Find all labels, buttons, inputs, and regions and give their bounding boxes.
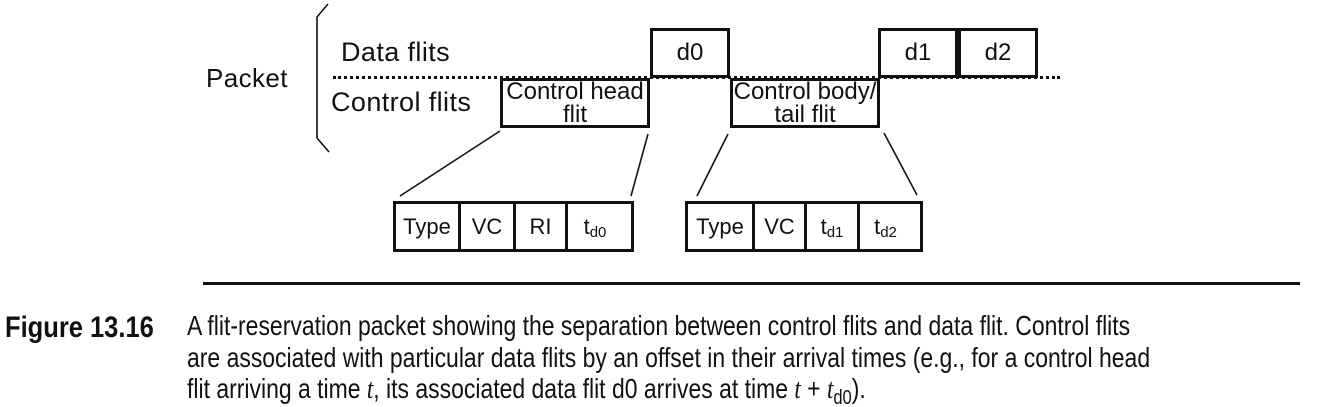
caption-line-1: A flit-reservation packet showing the se…: [187, 310, 1131, 341]
caption-line3-text: flit arriving a time: [187, 373, 367, 404]
caption-line-3: flit arriving a time t, its associated d…: [187, 373, 1150, 407]
body-field-vc: VC: [755, 204, 807, 249]
control-body-flit-text-line2: tail flit: [774, 101, 836, 128]
math-subscript-d0: d0: [833, 386, 852, 407]
packet-label: Packet: [206, 63, 288, 93]
caption-line3-text: , its associated data flit d0 arrives at…: [373, 373, 795, 404]
connector-head-left: [399, 130, 501, 197]
td2-subscript: d2: [880, 224, 897, 241]
control-body-tail-flit-box: Control body/ tail flit: [730, 78, 880, 128]
math-var-t: t: [366, 374, 374, 405]
brace-and-connector-lines: [316, 3, 918, 197]
head-field-vc: VC: [461, 204, 516, 249]
data-flit-d2-box: d2: [958, 28, 1038, 78]
td1-subscript: d1: [826, 224, 844, 241]
head-field-ri: RI: [516, 204, 568, 249]
td0-subscript: d0: [589, 224, 607, 241]
data-flit-d1-box: d1: [878, 28, 958, 78]
control-head-flit-text-line1: Control head: [506, 78, 644, 105]
connector-body-left: [696, 133, 729, 197]
connector-head-right: [630, 133, 649, 197]
td2-base: t: [874, 213, 881, 239]
td1-base: t: [820, 213, 827, 239]
head-field-type: Type: [396, 204, 461, 249]
connector-body-right: [883, 132, 918, 196]
control-body-flit-text-line1: Control body/: [733, 78, 877, 105]
data-flits-label: Data flits: [341, 37, 451, 67]
body-field-type: Type: [688, 204, 755, 249]
caption-separator-rule: [203, 282, 1300, 285]
data-flit-d0-box: d0: [650, 28, 730, 78]
caption-line3-text: ).: [851, 373, 866, 404]
packet-brace: [316, 3, 330, 153]
td0-base: t: [583, 213, 590, 239]
control-head-flit-text-line2: flit: [563, 101, 587, 128]
math-var-t: t: [826, 374, 834, 405]
math-var-t: t: [794, 374, 801, 405]
control-flits-label: Control flits: [331, 87, 472, 117]
figure-caption: A flit-reservation packet showing the se…: [187, 310, 1150, 407]
figure-number-label: Figure 13.16: [5, 311, 154, 344]
control-head-flit-box: Control head flit: [500, 78, 650, 128]
math-plus-operator: +: [800, 373, 827, 404]
caption-line-2: are associated with particular data flit…: [187, 341, 1151, 373]
